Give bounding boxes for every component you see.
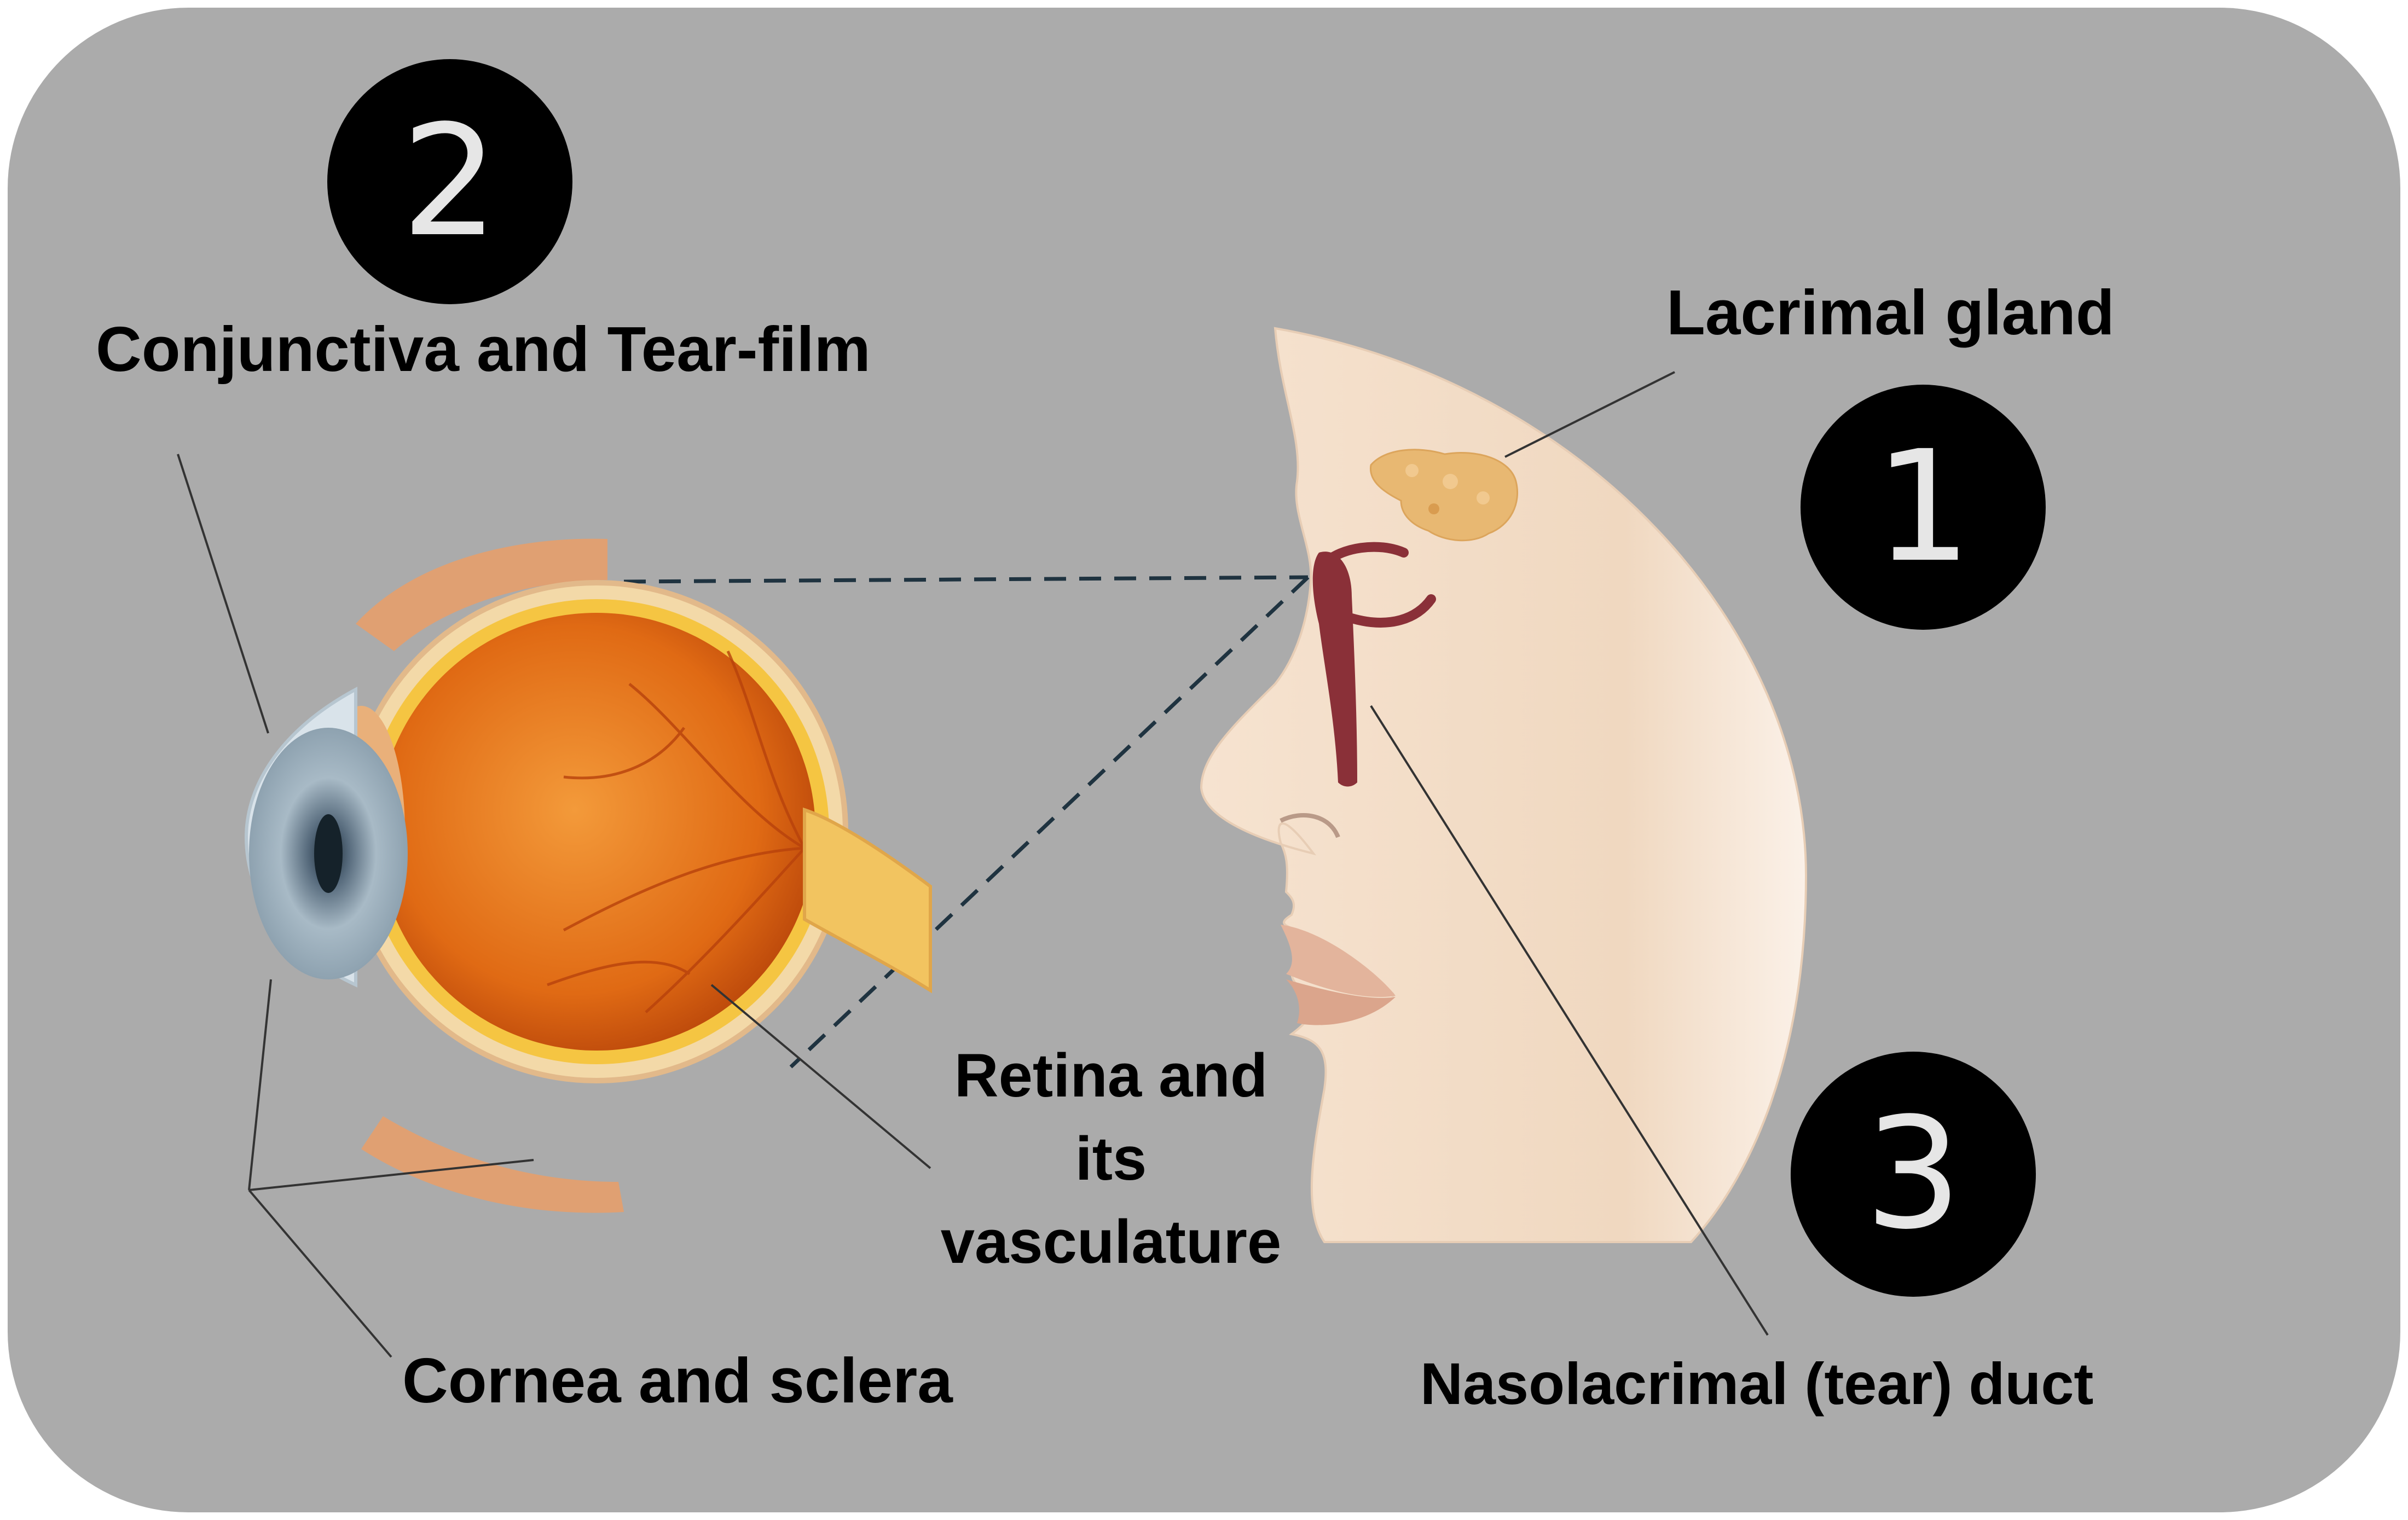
label-cornea-sclera: Cornea and sclera	[402, 1345, 953, 1416]
badge-1: 1	[1801, 385, 2046, 630]
eye-to-face-dashed-lines	[623, 575, 1310, 1069]
badge-3: 3	[1791, 1052, 2036, 1297]
nasolacrimal-duct-illustration	[1312, 542, 1436, 787]
face-profile-illustration	[1200, 327, 1808, 1243]
lacrimal-gland-illustration	[1369, 449, 1519, 542]
label-retina-vasculature: Retina and its vasculature	[925, 1034, 1297, 1284]
badge-2: 2	[327, 59, 572, 304]
label-retina-line-1: Retina and	[954, 1041, 1268, 1110]
label-retina-line-2: its	[1075, 1124, 1147, 1193]
leader-lines	[177, 371, 1769, 1358]
label-conjunctiva-tear-film: Conjunctiva and Tear-film	[96, 314, 871, 385]
label-lacrimal-gland: Lacrimal gland	[1666, 277, 2115, 348]
label-nasolacrimal-duct: Nasolacrimal (tear) duct	[1420, 1350, 2094, 1417]
label-retina-line-3: vasculature	[940, 1208, 1282, 1276]
